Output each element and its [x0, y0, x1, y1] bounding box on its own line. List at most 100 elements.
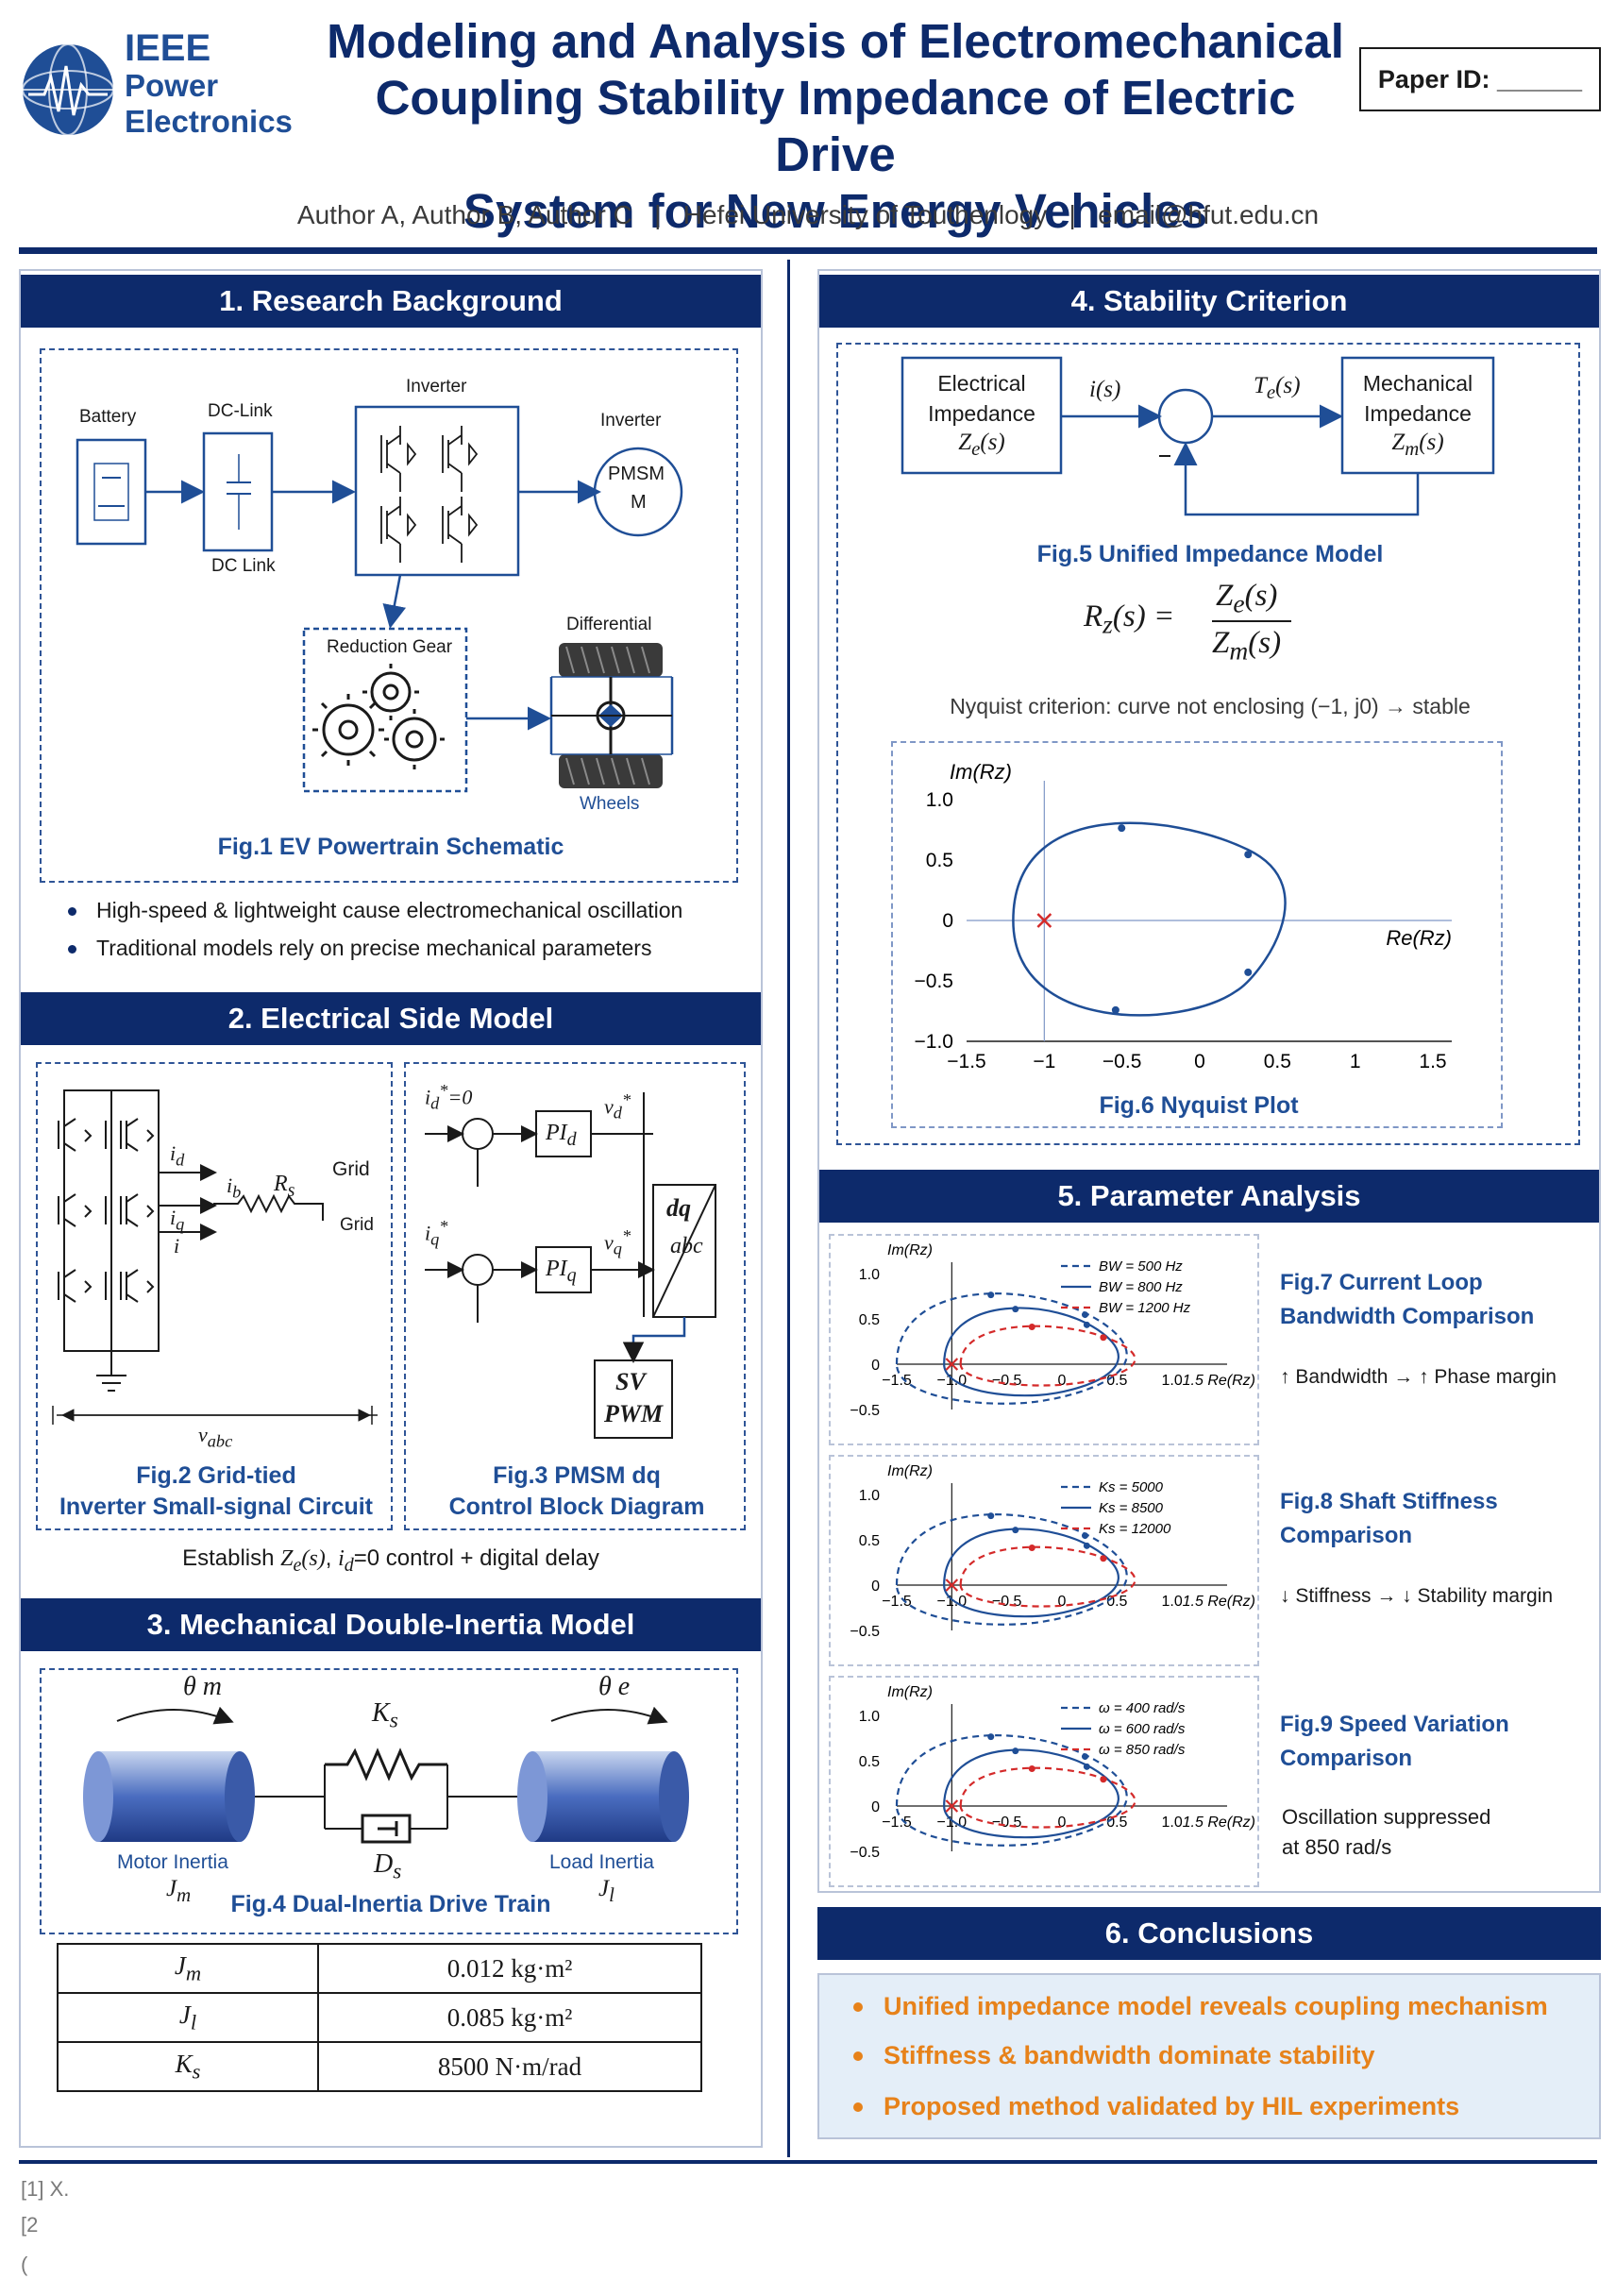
id-star-label: id*=0	[425, 1081, 473, 1113]
fig5-block-diagram	[901, 356, 1495, 516]
x-tick-label: 0	[1058, 1373, 1067, 1389]
x-tick-label: 1.5	[1419, 1051, 1446, 1072]
y-axis-label: Im(Rz)	[887, 1242, 933, 1258]
poster-header: IEEE Power Electronics Modeling and Anal…	[0, 0, 1616, 255]
vq-star-label: vq*	[604, 1226, 631, 1258]
curve-marker	[987, 1512, 995, 1520]
ze-symbol: Ze(s)	[958, 430, 1005, 460]
x-axis-label: 1.5 Re(Rz)	[1183, 1594, 1255, 1610]
section-2-heading: 2. Electrical Side Model	[21, 992, 761, 1045]
curve-marker	[1083, 1542, 1090, 1549]
param-symbol: Jm	[57, 1943, 319, 1994]
legend-label: BW = 1200 Hz	[1099, 1300, 1191, 1316]
ds-label: Ds	[374, 1849, 402, 1884]
powertrain-diagram	[76, 405, 683, 793]
fig4-caption: Fig.4 Dual-Inertia Drive Train	[230, 1891, 551, 1917]
curve-marker	[1083, 1321, 1090, 1328]
y-tick-label: −0.5	[850, 1624, 880, 1640]
background-bullet-2: Traditional models rely on precise mecha…	[67, 936, 652, 960]
param-value: 8500 N·m/rad	[317, 2041, 702, 2092]
y-tick-label: 0	[871, 1578, 880, 1595]
electrical-model-note: Establish Ze(s), id=0 control + digital …	[182, 1545, 599, 1576]
motor-m-label: M	[631, 492, 647, 513]
series-curve	[895, 1513, 1128, 1626]
fig2-inverter-circuit: id ib Rs iq i Grid Grid vabc Fig.2 Grid-…	[36, 1062, 393, 1530]
x-tick-label: 1.0	[1162, 1815, 1183, 1831]
critical-point-marker	[945, 1799, 959, 1813]
x-tick-label: −1	[1033, 1051, 1055, 1072]
elec-block-line1: Electrical	[937, 371, 1026, 396]
fig3-dq-control: id*=0 iq* PId PIq vd* vq* dq abc SV PWM …	[404, 1062, 746, 1530]
inverter-top-label: Inverter	[406, 377, 467, 397]
legend-label: ω = 400 rad/s	[1099, 1700, 1186, 1716]
curve-marker	[1100, 1776, 1107, 1783]
curve-marker	[1244, 851, 1253, 859]
ks-label: Ks	[372, 1698, 398, 1733]
x-tick-label: −0.5	[992, 1815, 1022, 1831]
pmsm-label: PMSM	[608, 464, 665, 484]
pid-block: PId	[546, 1121, 577, 1150]
curve-marker	[1100, 1334, 1107, 1342]
theta-e-label: θ e	[598, 1672, 631, 1701]
conclusion-item-3: Proposed method validated by HIL experim…	[852, 2092, 1460, 2120]
column-divider	[787, 260, 790, 2157]
abc-label: abc	[670, 1234, 703, 1258]
conclusions-box: Unified impedance model reveals coupling…	[817, 1973, 1601, 2139]
dual-inertia-diagram	[83, 1706, 689, 1844]
conclusion-item-1: Unified impedance model reveals coupling…	[853, 1992, 1548, 2020]
x-axis-label: Re(Rz)	[1386, 926, 1452, 950]
i-current-label: i	[174, 1234, 180, 1258]
legend-label: Ks = 8500	[1099, 1500, 1164, 1516]
logo-text-electronics: Electronics	[125, 104, 293, 139]
legend-label: BW = 800 Hz	[1099, 1279, 1183, 1295]
y-tick-label: −0.5	[850, 1845, 880, 1861]
load-inertia-label: Load Inertia	[549, 1851, 654, 1873]
x-tick-label: −1.0	[937, 1373, 968, 1389]
mech-block-line1: Mechanical	[1362, 371, 1473, 396]
curve-marker	[1012, 1527, 1019, 1534]
x-tick-label: 1	[1350, 1051, 1361, 1072]
x-tick-label: 0.5	[1264, 1051, 1291, 1072]
x-tick-label: 0	[1194, 1051, 1205, 1072]
mech-block-line2: Impedance	[1364, 401, 1472, 426]
curve-marker	[1118, 824, 1126, 833]
fig7-note: ↑ Bandwidth → ↑ Phase margin	[1280, 1366, 1557, 1388]
x-tick-label: −1.0	[937, 1815, 968, 1831]
x-tick-label: −1.5	[882, 1594, 912, 1610]
curve-marker	[987, 1292, 995, 1299]
reduction-gear-label: Reduction Gear	[327, 637, 453, 657]
curve-marker	[1083, 1763, 1090, 1770]
header-divider	[19, 247, 1597, 254]
y-tick-label: 1.0	[859, 1488, 880, 1504]
section-1-heading: 1. Research Background	[21, 275, 761, 328]
fig1-caption: Fig.1 EV Powertrain Schematic	[217, 834, 564, 860]
y-tick-label: 0	[942, 910, 953, 932]
y-tick-label: 1.0	[926, 789, 953, 811]
y-tick-label: 0.5	[859, 1312, 880, 1328]
fig8-note: ↓ Stiffness → ↓ Stability margin	[1280, 1585, 1554, 1607]
jl-label: Jl	[598, 1876, 614, 1906]
te-signal-label: Te(s)	[1254, 373, 1301, 403]
spring-icon	[325, 1747, 447, 1781]
y-tick-label: 1.0	[859, 1267, 880, 1283]
left-column: 1. Research Background	[19, 269, 763, 2148]
curve-marker	[1082, 1532, 1088, 1540]
legend-label: ω = 600 rad/s	[1099, 1721, 1186, 1737]
damper-icon	[361, 1814, 412, 1844]
elec-block-line2: Impedance	[928, 401, 1035, 426]
y-axis-label: Im(Rz)	[887, 1463, 933, 1479]
series-curve	[959, 1325, 1136, 1387]
motor-inertia-label: Motor Inertia	[117, 1851, 228, 1873]
globe-icon	[22, 43, 114, 136]
